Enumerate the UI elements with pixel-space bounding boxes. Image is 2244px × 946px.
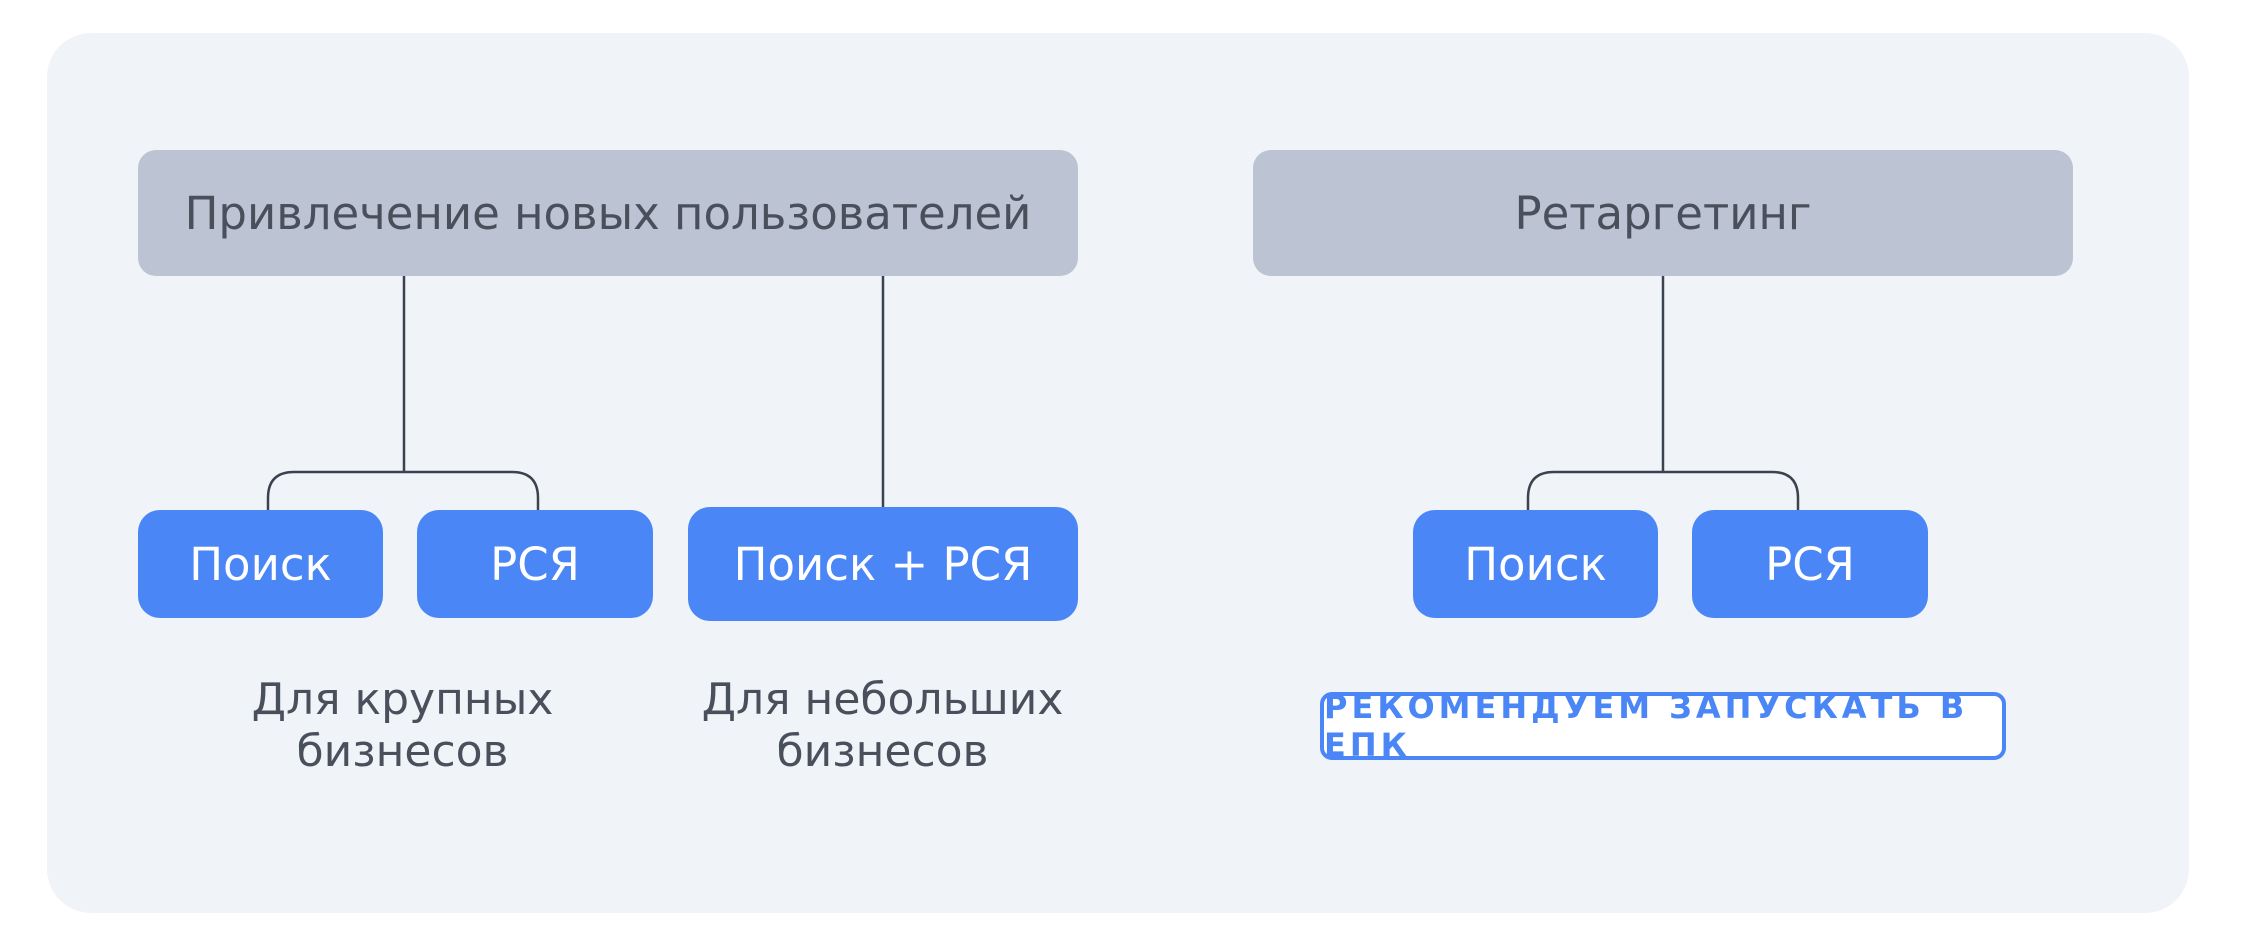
caption-small-business: Для небольших бизнесов (680, 674, 1085, 778)
caption-small-line2: бизнесов (776, 726, 989, 777)
connector-left-large (266, 276, 540, 510)
chip-rsya-retargeting: РСЯ (1692, 510, 1928, 618)
recommend-epk-badge: РЕКОМЕНДУЕМ ЗАПУСКАТЬ В ЕПК (1320, 688, 2006, 764)
chip-search-large: Поиск (138, 510, 383, 618)
chip-search-rsya-combined: Поиск + РСЯ (688, 507, 1078, 621)
caption-large-line2: бизнесов (296, 726, 509, 777)
caption-large-business: Для крупных бизнесов (200, 674, 605, 778)
caption-large-line1: Для крупных (251, 674, 554, 725)
header-retargeting: Ретаргетинг (1253, 150, 2073, 276)
chip-search-retargeting: Поиск (1413, 510, 1658, 618)
caption-small-line1: Для небольших (701, 674, 1064, 725)
header-new-users: Привлечение новых пользователей (138, 150, 1078, 276)
connector-right (1526, 276, 1800, 510)
chip-rsya-large: РСЯ (417, 510, 653, 618)
